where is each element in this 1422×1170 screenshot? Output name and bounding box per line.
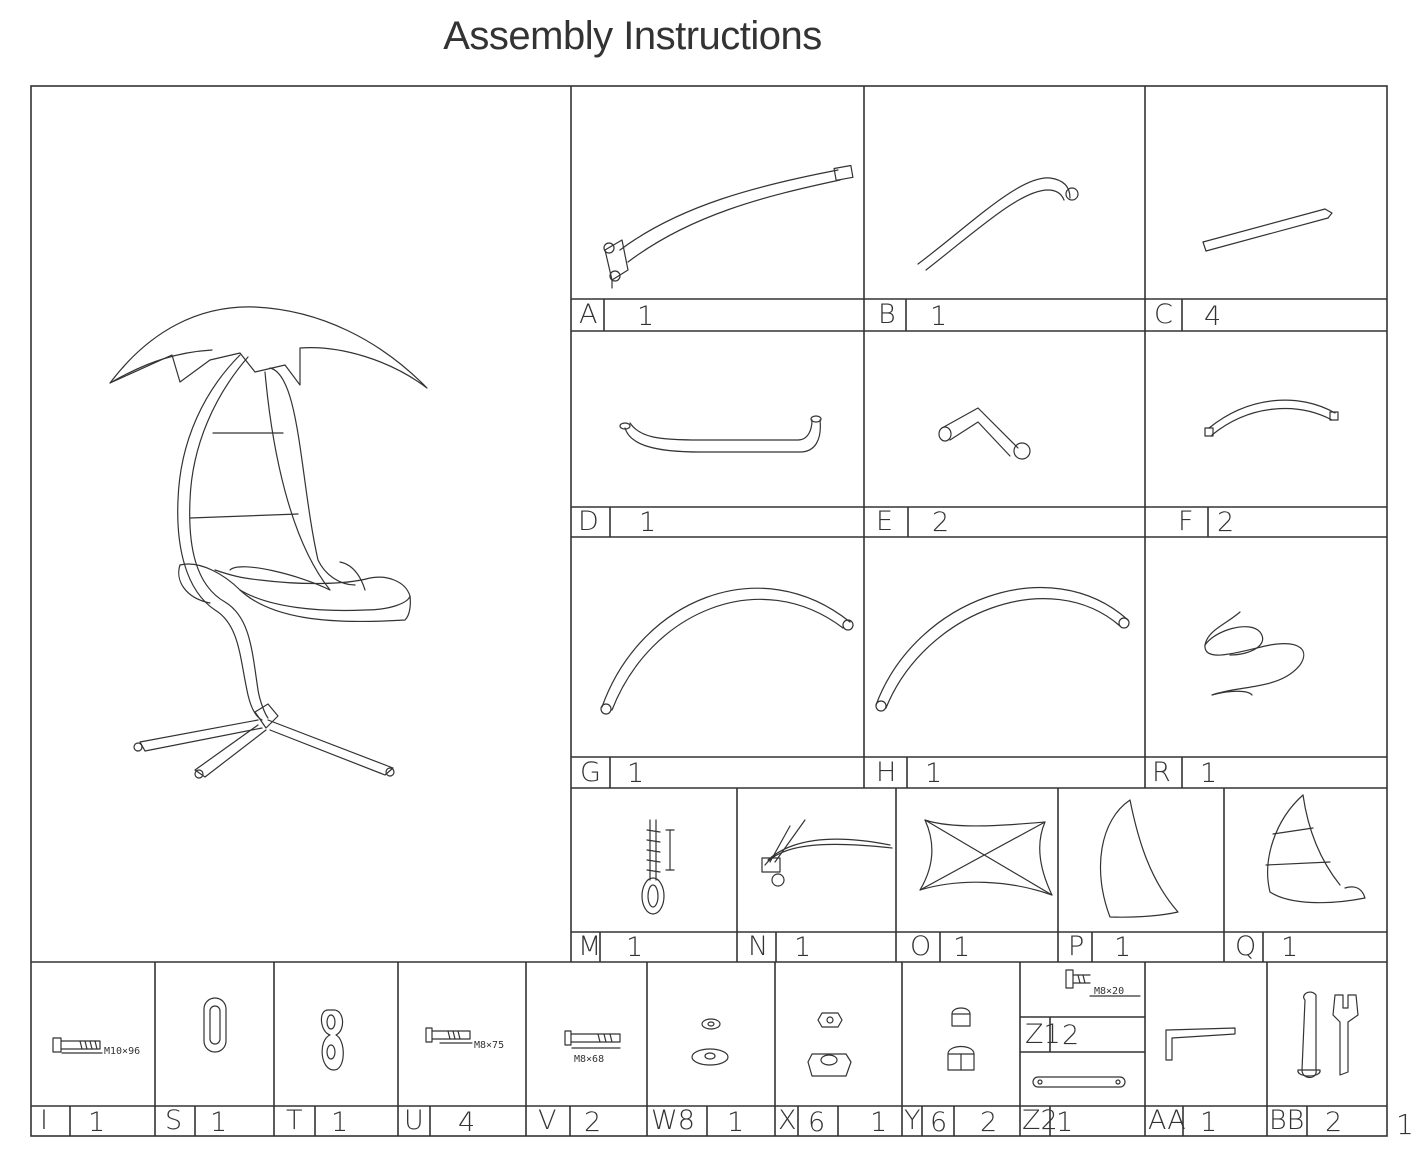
part-q-drawing [1266,795,1365,903]
part-qty-c: 4 [1204,301,1222,332]
part-qty-e: 2 [932,507,950,538]
part-label-r: R [1152,757,1171,788]
part-qty-p: 1 [1114,932,1132,963]
part-label-q: Q [1235,931,1257,962]
hw-z2-bar-drawing [1033,1077,1125,1087]
hw-qty-v: 2 [584,1107,602,1138]
hw-qty-bb: 2 [1325,1107,1343,1138]
hw-qty-t: 1 [331,1107,349,1138]
svg-text:M8×68: M8×68 [574,1054,604,1065]
hw-qty-w8: 1 [727,1107,745,1138]
hw-label-z2: Z2 [1022,1105,1058,1136]
hw-label-s: S [165,1105,183,1136]
part-qty-h: 1 [925,758,943,789]
hw-label-z1: Z1 [1025,1019,1061,1050]
part-label-o: O [910,931,932,962]
part-qty-q: 1 [1281,932,1299,963]
part-qty-r: 1 [1200,758,1218,789]
part-label-a: A [579,299,598,330]
part-a-drawing [604,166,853,288]
hw-w8-washer-drawing [692,1019,728,1065]
part-g-drawing [601,588,853,714]
part-label-f: F [1178,506,1194,537]
hw-v-bolt-drawing: M8×68 [565,1031,620,1065]
part-label-b: B [878,299,896,330]
part-h-drawing [876,588,1129,711]
part-b-drawing [918,178,1078,270]
part-e-drawing [939,408,1030,459]
part-qty-o: 1 [953,932,971,963]
hw-z1-bolt-drawing: M8×20 [1066,970,1140,997]
part-label-d: D [578,506,599,537]
hw-qty-i: 1 [88,1107,106,1138]
hw-i-bolt-drawing: M10×96 [53,1038,140,1057]
hw-label-x: X [778,1105,797,1136]
hw-qty-z1: 2 [1062,1020,1080,1051]
hw-label-w8: W8 [651,1105,695,1136]
hw-qty-s: 1 [210,1107,228,1138]
hw-label-i: I [40,1105,48,1136]
part-f-drawing [1205,400,1338,436]
part-qty-d: 1 [639,507,657,538]
hw-aa-hexkey-drawing [1166,1028,1235,1060]
hw-qty-x-pack: 6 [808,1107,826,1138]
part-c-drawing [1203,209,1332,251]
hw-label-aa: AA [1148,1105,1186,1136]
part-qty-g: 1 [627,758,645,789]
part-qty-n: 1 [794,932,812,963]
hw-y-capnut-drawing [948,1008,974,1070]
part-d-drawing [620,416,821,452]
hw-label-v: V [538,1105,557,1136]
hw-label-y: Y [904,1105,921,1136]
part-label-g: G [580,757,601,788]
part-label-m: M [578,931,602,962]
part-m-drawing [642,820,674,914]
svg-text:M10×96: M10×96 [104,1046,140,1057]
hw-qty-aa: 1 [1200,1107,1218,1138]
part-o-drawing [920,820,1052,895]
part-qty-m: 1 [626,932,644,963]
part-qty-b: 1 [930,301,948,332]
part-qty-a: 1 [637,301,655,332]
hw-qty-x: 1 [870,1107,888,1138]
hw-qty-y: 2 [980,1107,998,1138]
hw-t-link-drawing [321,1010,343,1070]
hw-qty-u: 4 [458,1107,476,1138]
hw-s-link-drawing [204,998,226,1052]
hw-qty-z2: 1 [1056,1107,1074,1138]
part-qty-f: 2 [1217,507,1235,538]
svg-text:M8×20: M8×20 [1094,986,1124,997]
part-label-h: H [876,757,897,788]
hw-x-nut-drawing [808,1013,851,1076]
hw-label-bb: BB [1269,1105,1305,1136]
part-label-e: E [876,506,894,537]
hw-label-t: T [286,1105,303,1136]
part-label-p: P [1068,931,1085,962]
hw-bb-wrench-drawing [1298,992,1358,1077]
part-n-drawing [762,820,892,886]
hw-qty-y-pack: 6 [930,1107,948,1138]
page-title: Assembly Instructions [443,14,822,58]
part-r-drawing [1205,612,1304,695]
part-label-n: N [748,931,769,962]
page-number: 1 [1396,1108,1414,1141]
svg-text:M8×75: M8×75 [474,1040,504,1051]
assembled-chair-drawing [110,307,427,778]
part-p-drawing [1100,800,1178,917]
hw-u-bolt-drawing: M8×75 [426,1028,504,1051]
part-label-c: C [1154,299,1173,330]
hw-label-u: U [404,1105,424,1136]
